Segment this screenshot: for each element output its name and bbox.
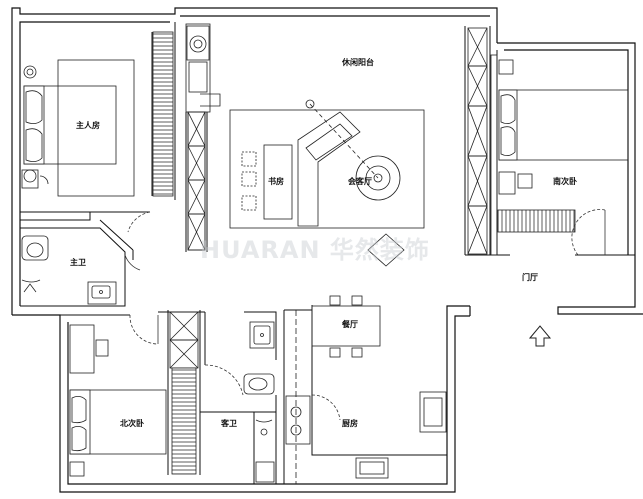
door-swings	[124, 209, 606, 421]
room-label-south-bedroom: 南次卧	[553, 176, 577, 186]
wardrobes	[152, 23, 576, 475]
room-label-living-room: 会客厅	[348, 176, 372, 186]
room-labels: 休闲阳台 主人房 书房 会客厅 南次卧 主卫 门厅 餐厅 北次卧 客卫 厨房	[70, 57, 577, 428]
room-label-master-bedroom: 主人房	[76, 120, 100, 130]
room-label-dining-room: 餐厅	[341, 319, 358, 329]
room-label-master-bath: 主卫	[70, 257, 86, 267]
room-label-leisure-balcony: 休闲阳台	[341, 57, 374, 67]
up-arrow-icon	[528, 325, 552, 347]
room-label-kitchen: 厨房	[342, 418, 358, 428]
exterior-walls	[11, 7, 643, 493]
room-label-guest-bath: 客卫	[220, 418, 237, 428]
room-label-study: 书房	[268, 176, 284, 186]
furniture	[21, 25, 629, 484]
interior-walls	[20, 22, 635, 484]
room-label-foyer: 门厅	[522, 272, 538, 282]
room-label-north-bedroom: 北次卧	[120, 418, 144, 428]
watermark: HUARAN 华然装饰	[200, 236, 430, 264]
